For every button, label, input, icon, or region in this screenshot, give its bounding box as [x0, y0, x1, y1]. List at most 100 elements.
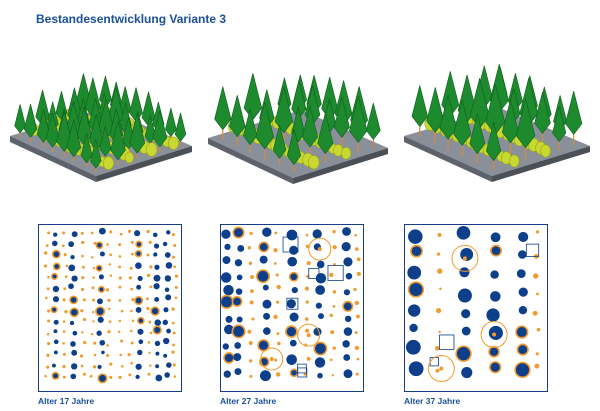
- spruce-tree-icon: [141, 91, 156, 127]
- spruce-marker: [286, 354, 297, 365]
- larch-marker: [174, 274, 179, 278]
- larch-marker: [149, 364, 152, 367]
- spruce-marker: [343, 354, 351, 361]
- spruce-marker: [236, 316, 243, 323]
- spruce-marker: [290, 273, 298, 281]
- spruce-marker: [96, 298, 103, 305]
- larch-marker: [535, 230, 540, 234]
- larch-marker: [117, 330, 121, 334]
- larch-marker: [304, 317, 309, 321]
- spruce-tree-icon: [349, 95, 368, 143]
- spruce-marker: [71, 349, 78, 356]
- larch-marker: [332, 229, 336, 234]
- growth-center: [439, 366, 444, 371]
- spruce-marker: [53, 232, 58, 237]
- larch-marker: [92, 365, 97, 369]
- spruce-marker: [52, 363, 56, 368]
- spruce-marker: [70, 363, 78, 370]
- spruce-marker: [163, 307, 169, 313]
- stand-rendering-age-17: [2, 48, 198, 198]
- spruce-marker: [235, 288, 243, 295]
- larch-marker: [356, 357, 360, 361]
- larch-marker: [130, 309, 133, 313]
- larch-marker: [81, 287, 85, 292]
- spruce-tree-icon: [453, 99, 472, 147]
- larch-marker: [127, 352, 131, 357]
- larch-marker: [64, 310, 68, 314]
- larch-marker: [435, 368, 440, 373]
- spruce-marker: [408, 361, 424, 377]
- spruce-marker: [289, 245, 299, 255]
- growth-center: [306, 333, 311, 338]
- larch-marker: [148, 320, 152, 324]
- spruce-marker: [99, 339, 106, 346]
- stand-rendering-age-27: [200, 30, 394, 200]
- larch-marker: [332, 346, 337, 350]
- spruce-tree-icon: [333, 97, 350, 138]
- larch-marker: [438, 330, 441, 334]
- ground-edge: [293, 148, 388, 184]
- larch-marker: [305, 244, 310, 249]
- plot-square: [297, 367, 308, 378]
- larch-marker: [532, 310, 538, 316]
- spruce-marker: [490, 291, 501, 302]
- larch-marker: [274, 231, 278, 235]
- spruce-marker: [518, 250, 527, 259]
- ground-edge: [208, 138, 294, 184]
- spruce-marker: [262, 284, 269, 291]
- larch-marker: [119, 232, 123, 236]
- larch-marker: [118, 255, 122, 258]
- spruce-marker: [96, 307, 104, 315]
- larch-marker: [119, 353, 122, 357]
- spruce-marker: [233, 325, 245, 337]
- larch-marker: [275, 372, 281, 377]
- larch-marker: [63, 287, 67, 291]
- larch-marker: [118, 243, 122, 247]
- spruce-marker: [343, 302, 352, 311]
- larch-marker: [131, 298, 135, 302]
- spruce-tree-icon: [243, 108, 258, 146]
- larch-marker: [107, 298, 111, 302]
- larch-marker: [174, 296, 178, 300]
- spruce-marker: [222, 256, 231, 265]
- larch-marker: [273, 314, 278, 320]
- spruce-tree-icon: [36, 109, 51, 143]
- larch-marker: [329, 358, 333, 362]
- larch-marker: [92, 276, 95, 279]
- spruce-marker: [291, 370, 297, 376]
- spruce-marker: [70, 373, 77, 380]
- larch-marker: [90, 332, 94, 336]
- spruce-marker: [52, 296, 60, 303]
- stand-rendering-age-37: [396, 28, 596, 198]
- spruce-marker: [341, 242, 351, 252]
- larch-marker: [354, 345, 360, 350]
- larch-marker: [146, 253, 150, 257]
- spruce-marker: [405, 339, 421, 355]
- larch-marker: [81, 331, 84, 334]
- larch-marker: [149, 265, 153, 269]
- plot-square: [286, 297, 299, 310]
- spruce-marker: [53, 339, 59, 345]
- larch-marker: [91, 286, 95, 290]
- spruce-marker: [221, 272, 232, 283]
- spruce-marker: [221, 229, 231, 239]
- larch-marker: [44, 296, 48, 300]
- spruce-marker: [71, 309, 78, 316]
- spruce-tree-icon: [286, 128, 302, 166]
- spruce-marker: [516, 269, 526, 279]
- spruce-marker: [515, 363, 530, 377]
- larch-marker: [82, 372, 87, 376]
- larch-marker: [108, 320, 112, 324]
- larch-marker: [247, 245, 252, 250]
- spruce-marker: [490, 362, 500, 372]
- spruce-marker: [234, 259, 243, 267]
- larch-marker: [147, 372, 151, 376]
- larch-marker: [108, 263, 112, 266]
- spruce-tree-icon: [565, 90, 583, 135]
- larch-marker: [61, 244, 65, 248]
- spruce-marker: [461, 366, 473, 379]
- plot-square: [308, 267, 320, 279]
- spruce-marker: [136, 242, 141, 247]
- spruce-marker: [409, 323, 418, 333]
- larch-tree-icon: [509, 154, 520, 168]
